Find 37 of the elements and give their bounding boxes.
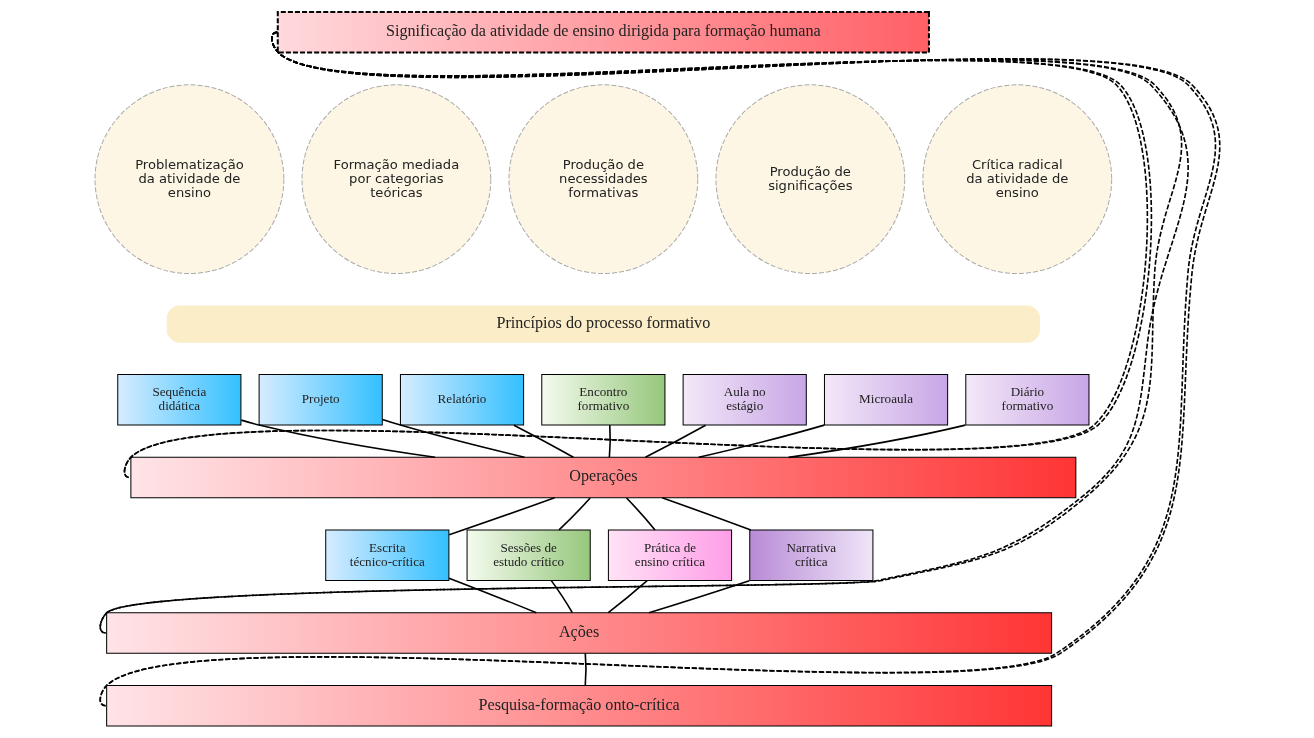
node-box: Ações bbox=[105, 612, 1052, 654]
node-box: Projeto bbox=[258, 374, 383, 426]
node-box: Diário formativo bbox=[964, 374, 1089, 426]
node-box: Pesquisa-formação onto-crítica bbox=[105, 685, 1052, 727]
connector bbox=[607, 579, 648, 614]
connector bbox=[697, 424, 825, 459]
node-box: Encontro formativo bbox=[540, 374, 665, 426]
node-box: Sessões de estudo crítico bbox=[466, 529, 591, 581]
node-box: Relatório bbox=[399, 374, 524, 426]
node-circle: Formação mediada por categorias teóricas bbox=[301, 84, 491, 275]
node-box: Sequência didática bbox=[116, 374, 241, 426]
node-box: Prática de ensino crítica bbox=[607, 529, 732, 581]
node-circle: Problematização da atividade de ensino bbox=[94, 84, 284, 275]
connector bbox=[608, 424, 611, 459]
node-box: Escrita técnico-crítica bbox=[324, 529, 449, 581]
connector bbox=[381, 418, 525, 459]
connector bbox=[557, 497, 591, 531]
connector bbox=[625, 497, 656, 531]
connector bbox=[644, 424, 706, 459]
node-circle: Crítica radical da atividade de ensino bbox=[921, 84, 1112, 275]
connector bbox=[512, 424, 574, 459]
connector bbox=[787, 424, 966, 459]
connector bbox=[550, 579, 573, 614]
connector bbox=[240, 419, 436, 459]
connector bbox=[447, 577, 537, 614]
node-box: Narrativa crítica bbox=[748, 529, 873, 581]
node-box: Operações bbox=[129, 456, 1076, 499]
node-box: Significação da atividade de ensino dirigida para formação humana bbox=[276, 11, 930, 54]
node-circle: Produção de significações bbox=[714, 84, 905, 275]
node-box: Microaula bbox=[823, 374, 948, 426]
connector bbox=[583, 652, 587, 687]
node-circle: Produção de necessidades formativas bbox=[507, 84, 698, 275]
connector bbox=[447, 496, 555, 536]
node-box: Aula no estágio bbox=[682, 374, 807, 426]
connector bbox=[647, 579, 750, 614]
connector bbox=[660, 496, 752, 531]
node-box: Princípios do processo formativo bbox=[166, 305, 1040, 343]
